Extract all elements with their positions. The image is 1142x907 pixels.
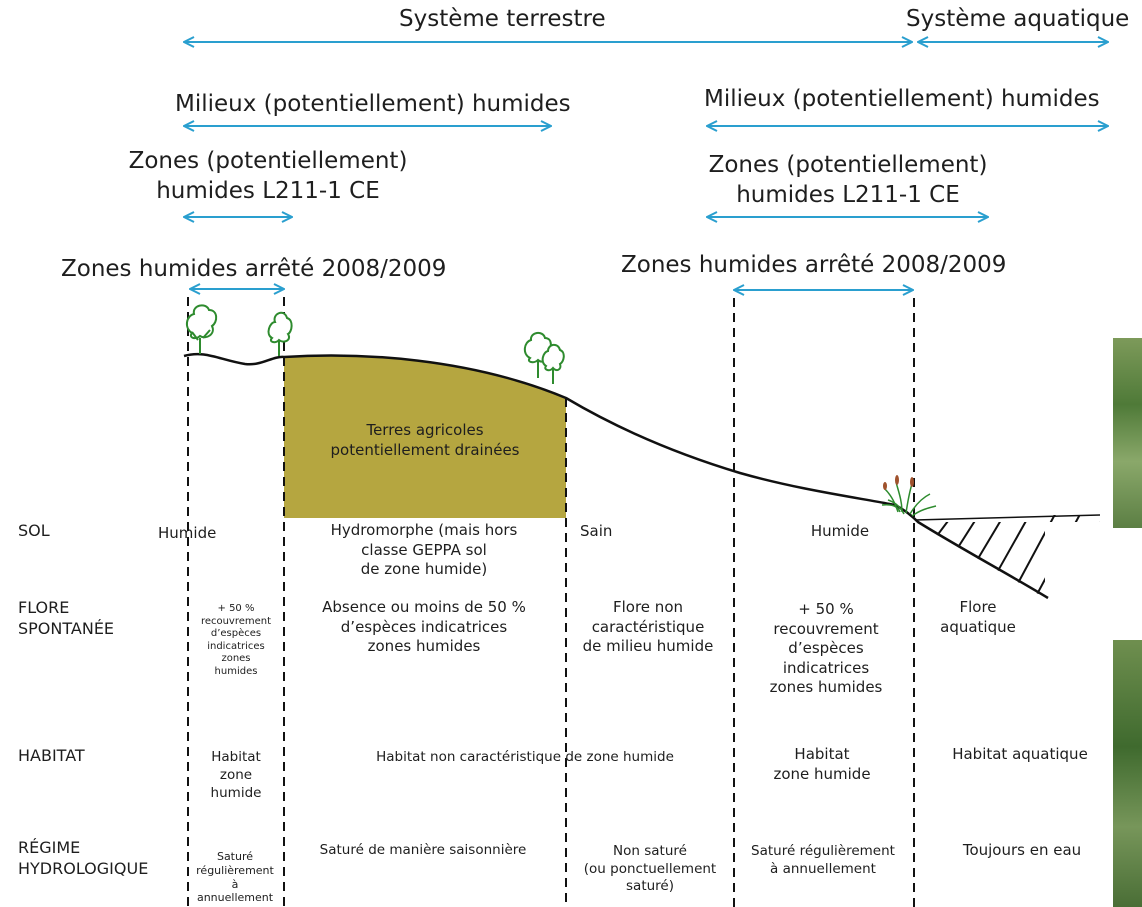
flore-col4: + 50 % recouvrement d’espèces indicatric… (769, 600, 883, 696)
label-milieux-right: Milieux (potentiellement) humides (704, 86, 1100, 112)
regime-col5: Toujours en eau (962, 841, 1082, 859)
water-surface (914, 514, 1101, 521)
label-arrete-left: Zones humides arrêté 2008/2009 (61, 256, 447, 282)
flore-col1: + 50 % recouvrement d’espèces indicatric… (200, 603, 272, 677)
label-systeme-aquatique: Système aquatique (906, 6, 1130, 32)
habitat-col4: Habitat zone humide (773, 745, 871, 783)
sol-col3: Sain (580, 522, 613, 540)
column-dividers (187, 297, 915, 907)
row-header-habitat: HABITAT (18, 746, 85, 765)
flore-col3: Flore non caractéristique de milieu humi… (582, 598, 714, 655)
reed-icon (881, 475, 937, 517)
flore-col2: Absence ou moins de 50 % d’espèces indic… (322, 598, 526, 655)
agricultural-field (284, 355, 566, 518)
tree-icon (267, 311, 293, 356)
field-label: Terres agricoles potentiellement drainée… (330, 421, 520, 460)
habitat-col2: Habitat non caractéristique de zone humi… (376, 749, 674, 765)
row-header-regime: RÉGIME HYDROLOGIQUE (18, 838, 149, 878)
terrain-profile (183, 352, 1049, 600)
tree-icon (523, 332, 565, 384)
row-header-flore: FLORE SPONTANÉE (18, 598, 115, 638)
sol-col4: Humide (810, 522, 870, 540)
regime-col4: Saturé régulièrement à annuellement (751, 843, 895, 877)
regime-col2: Saturé de manière saisonnière (319, 842, 527, 858)
label-zones-left: Zones (potentiellement) humides L211-1 C… (128, 148, 408, 204)
habitat-col5: Habitat aquatique (952, 745, 1088, 763)
sol-col2: Hydromorphe (mais hors classe GEPPA sol … (330, 521, 518, 578)
row-header-sol: SOL (18, 521, 50, 540)
flore-col5: Flore aquatique (940, 598, 1016, 636)
label-zones-right: Zones (potentiellement) humides L211-1 C… (708, 152, 988, 208)
regime-col1: Saturé régulièrement à annuellement (196, 850, 274, 905)
label-milieux-left: Milieux (potentiellement) humides (175, 91, 571, 117)
photo-thumbnail (1113, 640, 1142, 907)
regime-col3: Non saturé (ou ponctuellement saturé) (583, 843, 717, 895)
label-arrete-right: Zones humides arrêté 2008/2009 (621, 252, 1007, 278)
label-systeme-terrestre: Système terrestre (399, 6, 606, 32)
sol-col1: Humide (158, 524, 217, 542)
tree-icon (186, 304, 218, 354)
habitat-col1: Habitat zone humide (210, 749, 262, 802)
photo-thumbnail (1113, 338, 1142, 528)
